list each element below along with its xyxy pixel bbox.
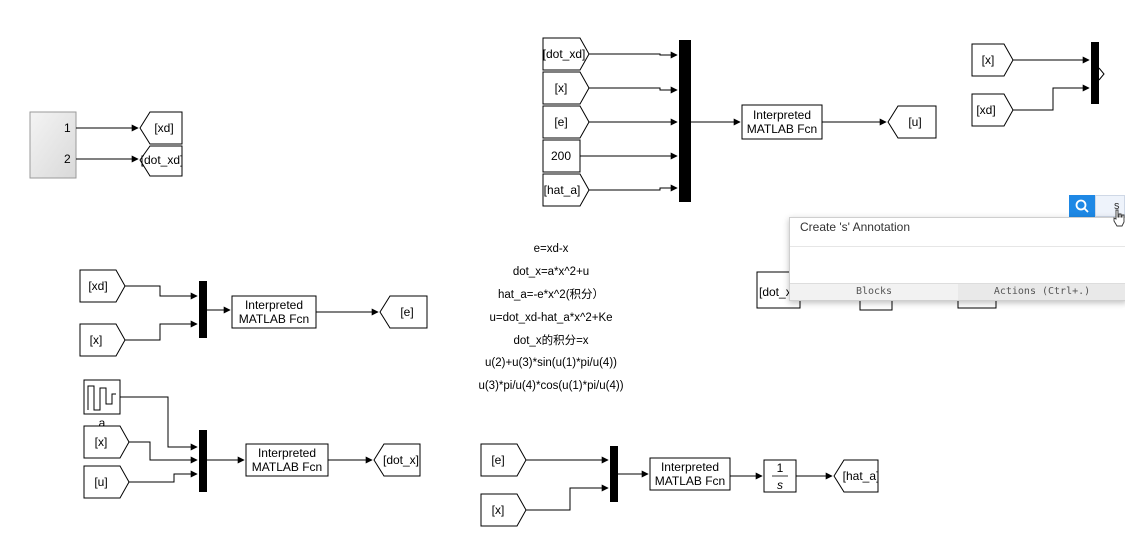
from-tag-hat-a[interactable]: [hat_a] xyxy=(542,173,590,207)
port-label-1: 1 xyxy=(64,121,71,135)
annotation-line: hat_a=-e*x^2(积分） xyxy=(498,288,604,301)
svg-text:[dot_x]: [dot_x] xyxy=(383,453,419,467)
search-button[interactable] xyxy=(1069,195,1095,217)
svg-text:[xd]: [xd] xyxy=(88,279,107,293)
svg-text:[hat_a]: [hat_a] xyxy=(544,183,581,197)
svg-text:MATLAB Fcn: MATLAB Fcn xyxy=(747,122,817,136)
quick-insert-popup[interactable]: Create 's' Annotation Blocks Actions (Ct… xyxy=(789,217,1125,301)
annotation-line: u(2)+u(3)*sin(u(1)*pi/u(4)) xyxy=(485,357,617,369)
interpreted-matlab-fcn-block[interactable]: Interpreted MATLAB Fcn xyxy=(649,457,731,491)
from-tag-xd[interactable]: [xd] xyxy=(79,269,126,303)
annotation-line: dot_x的积分=x xyxy=(513,333,588,347)
annotation-line: e=xd-x xyxy=(534,243,569,255)
signal-line[interactable] xyxy=(589,51,678,59)
svg-text:[x]: [x] xyxy=(90,333,103,347)
goto-tag-dot-x[interactable]: [dot_x] xyxy=(373,443,421,477)
signal-line[interactable] xyxy=(125,320,198,341)
from-tag-e[interactable]: [e] xyxy=(480,443,527,477)
svg-text:[x]: [x] xyxy=(982,53,995,67)
goto-tag-hat-a[interactable]: [hat_a] xyxy=(833,459,880,493)
goto-tag-dot-xd[interactable]: [dot_xd] xyxy=(139,145,184,177)
svg-text:Interpreted: Interpreted xyxy=(753,108,811,122)
tab-blocks[interactable]: Blocks xyxy=(790,284,958,300)
annotation-line: u=dot_xd-hat_a*x^2+Ke xyxy=(489,312,612,324)
step-source-block[interactable]: a xyxy=(83,379,121,430)
svg-text:MATLAB Fcn: MATLAB Fcn xyxy=(655,474,725,488)
svg-text:[e]: [e] xyxy=(400,305,413,319)
constant-block[interactable]: 200 xyxy=(542,139,581,173)
interpreted-matlab-fcn-block[interactable]: Interpreted MATLAB Fcn xyxy=(245,443,329,477)
from-tag-x[interactable]: [x] xyxy=(971,43,1014,77)
annotation-line: dot_x=a*x^2+u xyxy=(513,266,589,278)
signal-builder-block[interactable]: 1 2 xyxy=(29,111,77,179)
svg-text:Interpreted: Interpreted xyxy=(245,298,303,312)
svg-text:[dot_xd]: [dot_xd] xyxy=(543,47,586,61)
signal-line[interactable] xyxy=(589,184,678,192)
mux-block[interactable] xyxy=(610,446,618,502)
interpreted-matlab-fcn-block[interactable]: Interpreted MATLAB Fcn xyxy=(231,295,317,329)
mux-block[interactable] xyxy=(1091,42,1099,104)
from-tag-e[interactable]: [e] xyxy=(542,105,590,139)
from-tag-x[interactable]: [x] xyxy=(480,493,527,527)
step-label: a xyxy=(99,416,106,430)
svg-text:[xd]: [xd] xyxy=(976,103,995,117)
svg-text:[x]: [x] xyxy=(492,503,505,517)
svg-text:[hat_a]: [hat_a] xyxy=(843,469,880,483)
signal-line[interactable] xyxy=(526,484,609,511)
svg-text:Interpreted: Interpreted xyxy=(258,446,316,460)
svg-text:[u]: [u] xyxy=(908,115,921,129)
signal-line[interactable] xyxy=(120,396,198,451)
signal-line[interactable] xyxy=(129,470,198,483)
annotation-text-group[interactable]: e=xd-x dot_x=a*x^2+u hat_a=-e*x^2(积分） u=… xyxy=(478,243,623,392)
mux-output-chevron xyxy=(1098,67,1105,81)
mux-block[interactable] xyxy=(199,281,207,338)
svg-text:[u]: [u] xyxy=(94,475,107,489)
port-label-2: 2 xyxy=(64,152,71,166)
svg-text:[dot_xd]: [dot_xd] xyxy=(141,153,184,167)
signal-line[interactable] xyxy=(1013,84,1090,111)
search-icon xyxy=(1075,199,1089,213)
hand-cursor-icon xyxy=(1113,209,1125,227)
create-annotation-item[interactable]: Create 's' Annotation xyxy=(800,220,910,234)
from-tag-xd[interactable]: [xd] xyxy=(971,93,1014,127)
svg-text:1: 1 xyxy=(777,461,784,475)
svg-text:[dot_x: [dot_x xyxy=(759,285,792,299)
svg-text:MATLAB Fcn: MATLAB Fcn xyxy=(252,460,322,474)
signal-line[interactable] xyxy=(125,285,198,300)
from-tag-x[interactable]: [x] xyxy=(79,323,126,357)
goto-tag-e[interactable]: [e] xyxy=(379,295,428,329)
svg-text:s: s xyxy=(777,478,783,492)
svg-text:[x]: [x] xyxy=(555,81,568,95)
from-tag-dot-xd[interactable]: [dot_xd] xyxy=(542,37,590,71)
from-tag-x[interactable]: [x] xyxy=(542,71,590,105)
mux-block[interactable] xyxy=(679,40,691,202)
interpreted-matlab-fcn-block[interactable]: Interpreted MATLAB Fcn xyxy=(741,104,823,140)
svg-text:[e]: [e] xyxy=(491,453,504,467)
mux-block[interactable] xyxy=(199,430,207,492)
svg-text:MATLAB Fcn: MATLAB Fcn xyxy=(239,312,309,326)
svg-text:[e]: [e] xyxy=(554,115,567,129)
goto-tag-u[interactable]: [u] xyxy=(887,105,937,139)
from-tag-x[interactable]: [x] xyxy=(83,425,130,459)
signal-line[interactable] xyxy=(589,86,678,94)
goto-tag-xd[interactable]: [xd] xyxy=(139,111,183,145)
from-tag-u[interactable]: [u] xyxy=(83,465,130,499)
svg-text:[xd]: [xd] xyxy=(154,121,173,135)
divider xyxy=(790,246,1125,247)
signal-line[interactable] xyxy=(129,441,198,464)
tab-actions[interactable]: Actions (Ctrl+.) xyxy=(958,284,1125,300)
popup-tabs: Blocks Actions (Ctrl+.) xyxy=(790,283,1125,300)
integrator-block[interactable]: 1 s xyxy=(763,459,797,493)
annotation-line: u(3)*pi/u(4)*cos(u(1)*pi/u(4)) xyxy=(478,380,623,392)
svg-text:200: 200 xyxy=(551,149,571,163)
svg-text:Interpreted: Interpreted xyxy=(661,460,719,474)
svg-text:[x]: [x] xyxy=(95,435,108,449)
